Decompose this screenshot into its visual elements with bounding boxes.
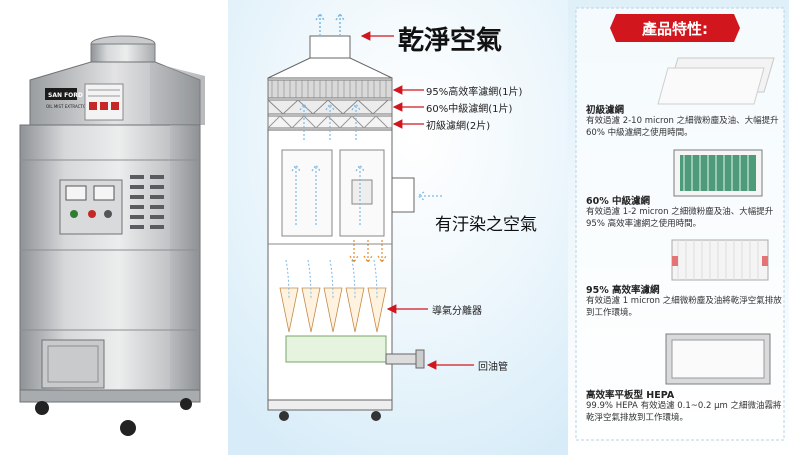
primary-filter-image xyxy=(657,57,775,105)
feature-desc-medium: 有效過濾 1-2 micron 之細微粉塵及油、大幅提升 95% 高效率濾網之使… xyxy=(586,207,774,229)
feature-title-primary: 初級濾網 xyxy=(586,105,625,116)
feature-title-hepa95: 95% 高效率濾網 xyxy=(586,285,660,296)
airflow-diagram: 乾淨空氣 95%高效率濾網(1片) 60%中級濾網(1片) 初級濾網(2片) 有… xyxy=(228,0,568,455)
feature-desc-hepa95: 有效過濾 1 micron 之細微粉塵及油將乾淨空氣排放到工作環境。 xyxy=(586,296,782,318)
product-photo: SAN FORD OIL MIST EXTRACTOR xyxy=(0,0,228,455)
medium-filter-image xyxy=(673,149,763,197)
feature-title-medium: 60% 中級濾網 xyxy=(586,196,651,207)
separator-label: 導氣分離器 xyxy=(432,306,482,317)
hepa-filter-image xyxy=(671,239,769,281)
oil-return-pipe-label: 回油管 xyxy=(478,362,508,373)
clean-air-label: 乾淨空氣 xyxy=(398,26,503,56)
feature-title-hepa-panel: 高效率平板型 HEPA xyxy=(586,390,675,401)
features-header: 產品特性: xyxy=(642,20,708,38)
model-text: OIL MIST EXTRACTOR xyxy=(46,104,89,109)
oil-mist-extractor-illustration: SAN FORD OIL MIST EXTRACTOR xyxy=(19,35,205,436)
feature-desc-primary: 有效過濾 2-10 micron 之細微粉塵及油、大幅提升 60% 中級濾網之使… xyxy=(586,116,779,138)
cabinet-cross-section xyxy=(228,0,568,455)
brand-logo-text: SAN FORD xyxy=(48,92,83,99)
primary-filter-label: 初級濾網(2片) xyxy=(426,121,491,132)
medium-filter-label: 60%中級濾網(1片) xyxy=(426,104,513,115)
feature-desc-hepa-panel: 99.9% HEPA 有效過濾 0.1~0.2 μm 之細微油霧將乾淨空氣排放到… xyxy=(586,401,782,423)
features-panel-background xyxy=(568,0,789,455)
hepa-filter-label: 95%高效率濾網(1片) xyxy=(426,87,523,98)
hepa-panel-image xyxy=(665,333,771,385)
features-panel: 產品特性: 初級濾網 有效過濾 2-10 micron 之細微粉塵及油、大幅提升… xyxy=(568,0,789,455)
polluted-air-label: 有汙染之空氣 xyxy=(435,215,537,235)
